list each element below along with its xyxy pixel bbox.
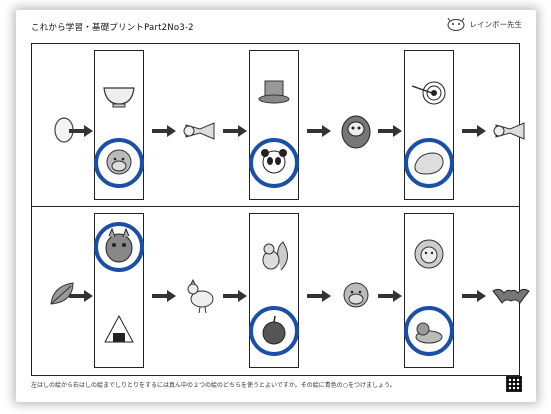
answer-circle[interactable] xyxy=(94,222,144,272)
arrow-icon xyxy=(307,125,331,137)
horn-icon xyxy=(176,106,226,156)
bowl-icon xyxy=(94,68,144,118)
arrow-icon xyxy=(69,290,93,302)
arrow-icon xyxy=(152,125,176,137)
brand-badge: レインボー先生 xyxy=(445,17,523,31)
daruma-icon xyxy=(331,106,381,156)
rice-ball-icon xyxy=(94,305,144,355)
answer-circle[interactable] xyxy=(249,138,299,188)
answer-circle[interactable] xyxy=(94,138,144,188)
arrow-icon xyxy=(378,125,402,137)
horn-icon xyxy=(486,106,536,156)
page-title: これから学習・基礎プリントPart2No3-2 xyxy=(31,23,194,33)
target-icon xyxy=(404,68,454,118)
gorilla-icon xyxy=(331,271,381,321)
arrow-icon xyxy=(223,290,247,302)
puzzle-frame xyxy=(31,43,520,376)
arrow-icon xyxy=(462,290,486,302)
instruction-text: 左はしの絵から右はしの絵までしりとりをするには真ん中の２つの絵のどちらを使うとよ… xyxy=(31,382,396,389)
answer-circle[interactable] xyxy=(249,306,299,356)
brand-name: レインボー先生 xyxy=(469,19,523,29)
arrow-icon xyxy=(462,125,486,137)
arrow-icon xyxy=(69,125,93,137)
worksheet: これから学習・基礎プリントPart2No3-2 レインボー先生 xyxy=(16,10,536,402)
mascot-icon xyxy=(447,17,464,31)
arrow-icon xyxy=(378,290,402,302)
row-divider xyxy=(31,206,520,207)
qr-code-icon xyxy=(506,376,522,392)
leaf-icon xyxy=(39,270,89,320)
bat-icon xyxy=(486,271,536,321)
hat-icon xyxy=(249,68,299,118)
lion-icon xyxy=(404,230,454,280)
answer-circle[interactable] xyxy=(404,306,454,356)
arrow-icon xyxy=(152,290,176,302)
arrow-icon xyxy=(223,125,247,137)
answer-circle[interactable] xyxy=(404,138,454,188)
arrow-icon xyxy=(307,290,331,302)
squirrel-icon xyxy=(249,230,299,280)
chicken-icon xyxy=(176,271,226,321)
